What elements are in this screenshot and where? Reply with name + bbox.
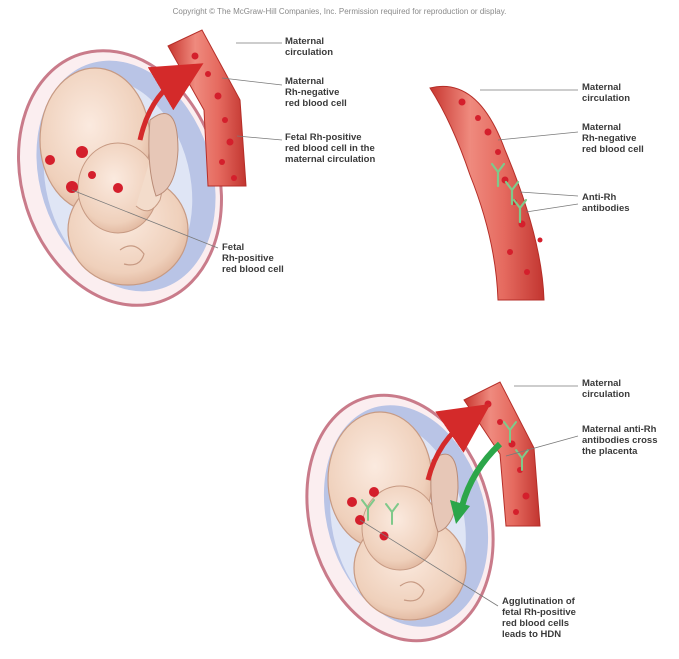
label-maternal-circulation-3: Maternal circulation: [582, 378, 630, 400]
maternal-vessel-2: [430, 86, 544, 300]
label-antibodies-cross-placenta: Maternal anti-Rh antibodies cross the pl…: [582, 424, 658, 457]
panel-2: [430, 86, 578, 300]
panel-1: [0, 24, 282, 332]
label-fetal-rbc-in-maternal: Fetal Rh-positive red blood cell in the …: [285, 132, 375, 165]
label-maternal-circulation-2: Maternal circulation: [582, 82, 630, 104]
label-maternal-circulation-1: Maternal circulation: [285, 36, 333, 58]
label-fetal-rh-positive: Fetal Rh-positive red blood cell: [222, 242, 284, 275]
label-anti-rh-antibodies: Anti-Rh antibodies: [582, 192, 630, 214]
label-agglutination-hdn: Agglutination of fetal Rh-positive red b…: [502, 596, 576, 640]
label-maternal-rh-negative-1: Maternal Rh-negative red blood cell: [285, 76, 347, 109]
label-maternal-rh-negative-2: Maternal Rh-negative red blood cell: [582, 122, 644, 155]
